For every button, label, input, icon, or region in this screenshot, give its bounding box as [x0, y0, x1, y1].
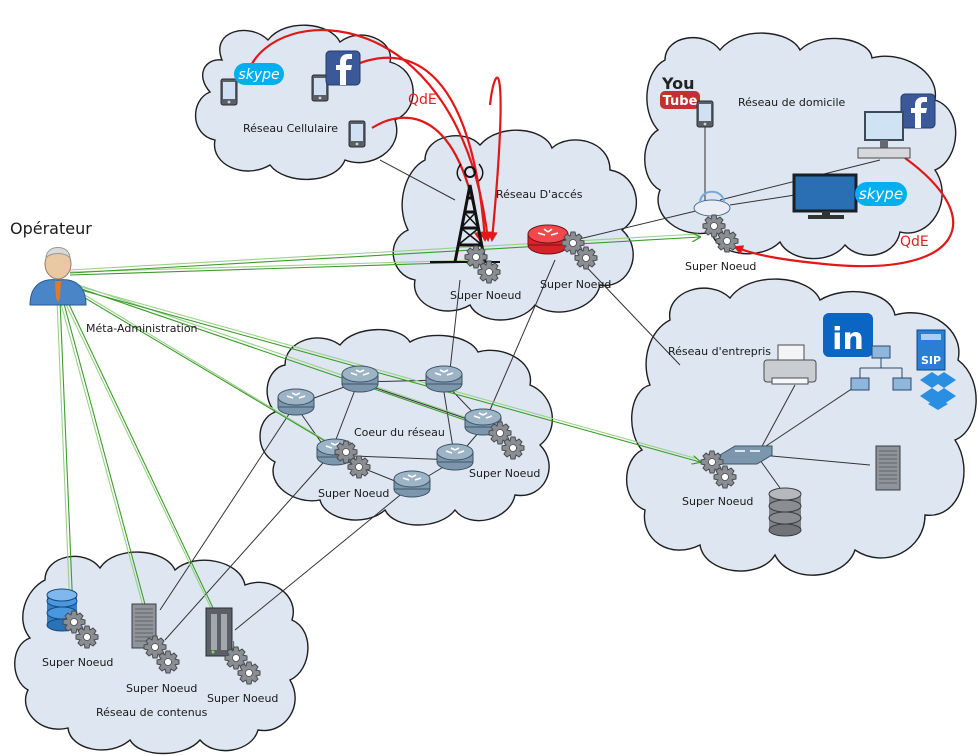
dropbox-icon: [920, 372, 956, 410]
youtube-logo-icon: You Tube: [660, 74, 700, 109]
router-icon: [436, 443, 474, 471]
qde-label-top: QdE: [408, 92, 437, 108]
storage-server-icon: [205, 607, 233, 657]
reseau-acces-label: Réseau D'accés: [496, 188, 583, 201]
meta-admin-label: Méta-Administration: [86, 322, 198, 335]
phone-icon: [348, 120, 366, 148]
router-icon: [277, 388, 315, 416]
router-icon: [425, 365, 463, 393]
super-noeud-label: Super Noeud: [540, 278, 611, 291]
svg-text:SIP: SIP: [921, 354, 941, 367]
facebook-logo-icon: [325, 50, 361, 86]
cloud-reseau-acces: [392, 129, 638, 321]
server-icon: [875, 445, 901, 491]
super-noeud-label: Super Noeud: [42, 656, 113, 669]
phone-icon: [220, 78, 238, 106]
reseau-cellulaire-label: Réseau Cellulaire: [243, 122, 338, 135]
super-noeud-label: Super Noeud: [318, 487, 389, 500]
reseau-entreprise-label: Réseau d'entrepris: [668, 345, 771, 358]
operator-avatar: [29, 247, 87, 306]
super-noeud-label: Super Noeud: [126, 682, 197, 695]
skype-logo-icon: skype: [855, 182, 907, 206]
coeur-reseau-label: Coeur du réseau: [354, 426, 445, 439]
linkedin-logo-icon: in: [823, 313, 873, 357]
router-icon: [341, 365, 379, 393]
router-red-icon: [527, 224, 569, 255]
cloud-reseau-domicile: [644, 32, 957, 260]
cloud-coeur-reseau: [259, 328, 554, 526]
svg-text:Tube: Tube: [663, 94, 698, 109]
router-icon: [393, 470, 431, 498]
svg-text:skype: skype: [859, 185, 903, 203]
super-noeud-label: Super Noeud: [682, 495, 753, 508]
sip-server-icon: SIP: [916, 329, 946, 371]
svg-text:skype: skype: [238, 67, 279, 83]
super-noeud-label: Super Noeud: [450, 289, 521, 302]
monitor-icon: [792, 173, 858, 219]
printer-icon: [763, 344, 817, 385]
super-noeud-label: Super Noeud: [207, 692, 278, 705]
desktop-computer-icon: [857, 111, 911, 159]
operator-label: Opérateur: [10, 219, 92, 238]
meta-admin-arrows: [56, 234, 700, 650]
reseau-domicile-label: Réseau de domicile: [738, 96, 846, 109]
antenna-tower-icon: [430, 163, 500, 263]
svg-text:You: You: [661, 74, 695, 93]
super-noeud-label: Super Noeud: [685, 260, 756, 273]
svg-text:in: in: [832, 322, 864, 357]
database-icon: [768, 487, 802, 537]
qde-label-right: QdE: [900, 234, 929, 250]
facebook-logo-icon: [900, 93, 936, 129]
lan-network-icon: [850, 345, 912, 391]
super-noeud-label: Super Noeud: [469, 467, 540, 480]
phone-icon: [696, 100, 714, 128]
skype-logo-icon: skype: [234, 63, 284, 85]
reseau-contenus-label: Réseau de contenus: [96, 706, 208, 719]
